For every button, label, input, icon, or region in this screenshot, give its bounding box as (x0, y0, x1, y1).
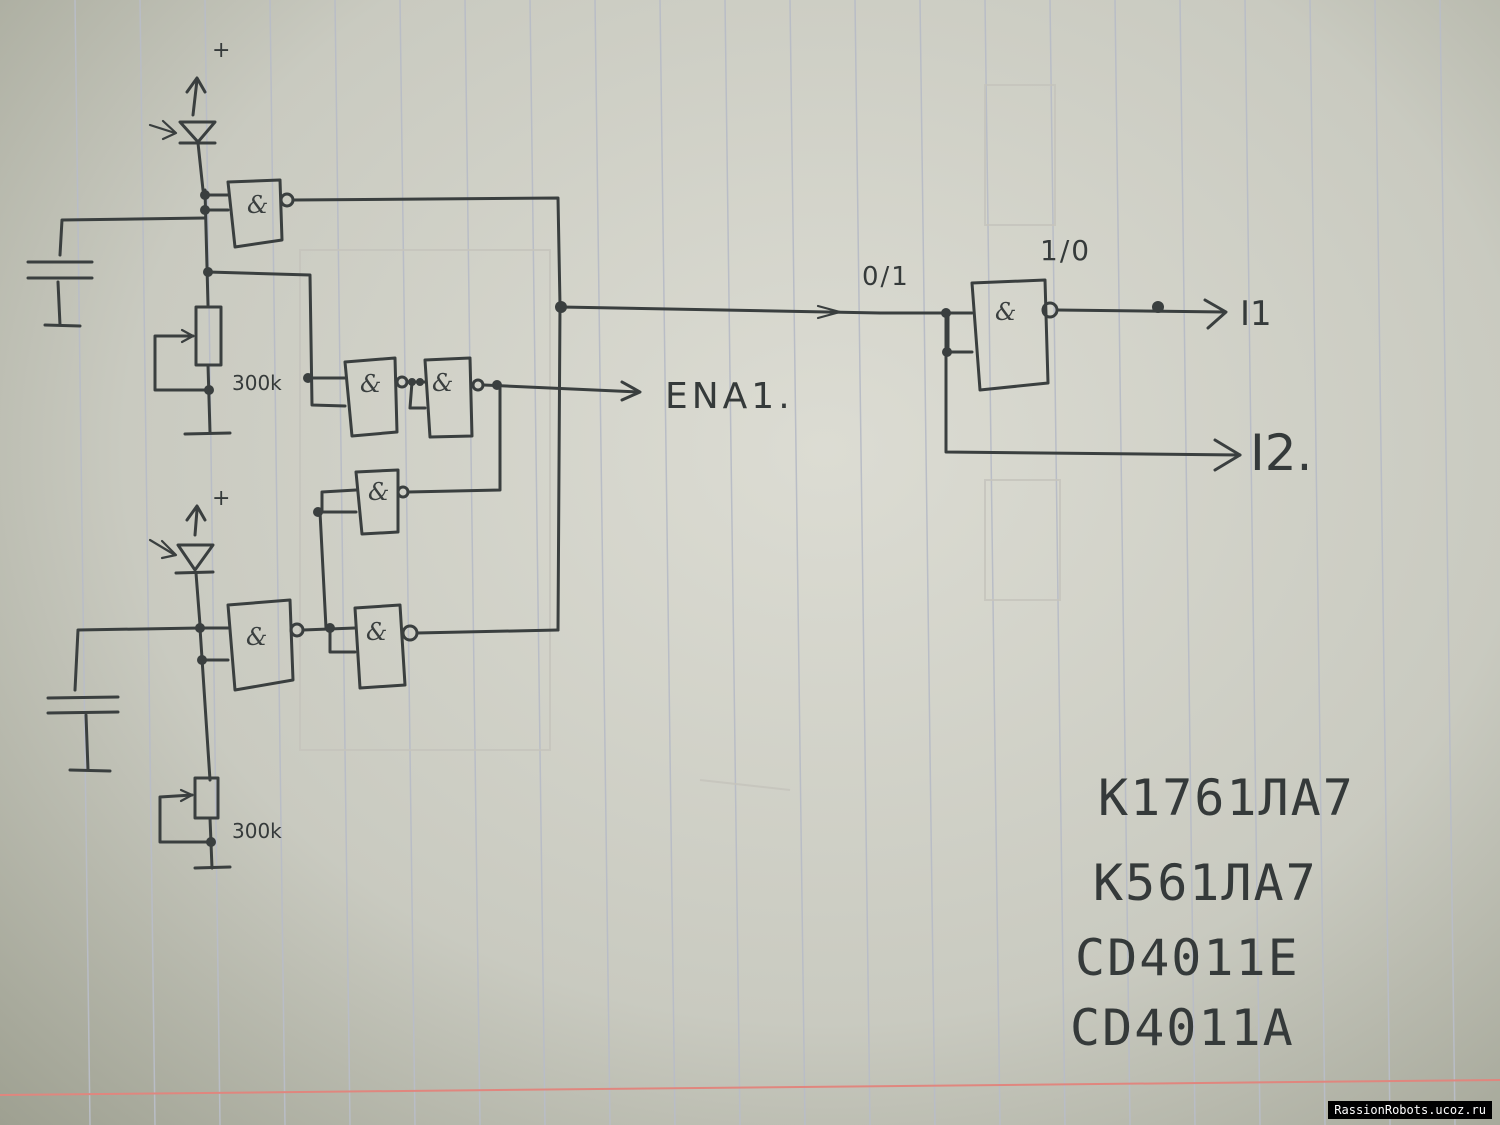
bottom-timing-capacitor (46, 626, 202, 773)
svg-text:&: & (366, 618, 387, 646)
ghost-sketch (299, 84, 1061, 791)
bottom-photodiode: + (148, 486, 230, 627)
paper-margin-line (0, 1079, 1500, 1096)
top-photodiode: + (148, 38, 230, 192)
svg-text:&: & (432, 369, 453, 397)
svg-text:&: & (246, 623, 267, 651)
svg-text:&: & (247, 191, 268, 219)
top-trimmer-resistor: 300k (153, 305, 282, 436)
nand-gate-mid-3: & (320, 383, 502, 536)
nand-gate-bottom-2: & (301, 603, 560, 690)
svg-text:&: & (360, 370, 381, 398)
bottom-trimmer-resistor: 300k (158, 776, 282, 870)
nand-gate-bottom-1: & (198, 598, 305, 692)
i2-output-label: I2. (1250, 424, 1312, 482)
chip-label: K561ЛА7 (1093, 854, 1318, 912)
chip-label: CD4011E (1075, 929, 1300, 987)
top-resistor-value: 300k (232, 371, 282, 395)
input-state-label: 0/1 (862, 262, 910, 292)
top-power-plus: + (212, 38, 230, 63)
paper-ruling (74, 0, 1456, 1125)
i1-output-label: I1 (1240, 294, 1272, 334)
nand-gate-top-1: & (203, 178, 295, 249)
chip-label: K1761ЛА7 (1098, 769, 1355, 827)
chip-list: K1761ЛА7 K561ЛА7 CD4011E CD4011A (1070, 769, 1355, 1057)
nand-gate-output: & 1/0 (878, 234, 1091, 392)
chip-label: CD4011A (1070, 999, 1295, 1057)
bottom-resistor-value: 300k (232, 819, 282, 843)
bottom-power-plus: + (212, 486, 230, 511)
svg-text:&: & (368, 478, 389, 506)
top-timing-capacitor (26, 216, 207, 328)
svg-text:&: & (995, 298, 1016, 326)
ena1-output-label: ENA1. (665, 376, 794, 417)
nand-gate-mid-2: & (405, 356, 485, 439)
watermark: RassionRobots.ucoz.ru (1328, 1101, 1492, 1119)
nand-gate-mid-1: & (303, 356, 409, 438)
output-state-label: 1/0 (1040, 234, 1091, 267)
